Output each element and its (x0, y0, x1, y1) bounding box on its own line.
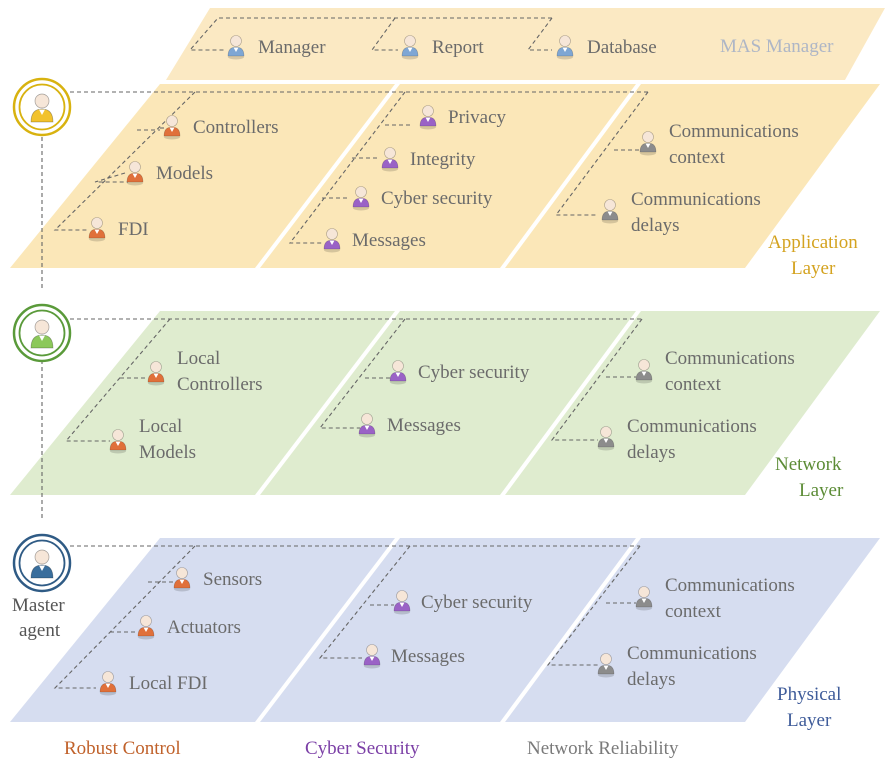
manager-agent-icon (227, 35, 245, 60)
dashed-connector (288, 91, 406, 244)
robust-control-item: Local (177, 348, 220, 369)
network-item-line2: delays (627, 442, 676, 463)
robust-control-item: Controllers (193, 117, 279, 138)
dashed-connector (554, 91, 649, 216)
network-item-line2: delays (627, 669, 676, 690)
network-plane-network-reliability (505, 311, 880, 495)
application-plane-network-reliability (505, 84, 880, 268)
network-reliability-agent-icon (597, 653, 615, 678)
application-layer-title: Application (768, 232, 858, 253)
master-agent-icon (12, 533, 72, 593)
network-item-line1: Communications (665, 575, 795, 596)
dashed-connector (526, 17, 553, 51)
robust-control-agent-icon (173, 567, 191, 592)
database-agent-icon (556, 35, 574, 60)
dashed-connector (318, 545, 411, 659)
network-layer-title: Layer (799, 480, 844, 501)
robust-control-agent-icon (147, 361, 165, 386)
cyber-security-agent-icon (419, 105, 437, 130)
robust-control-item: Models (156, 163, 213, 184)
dashed-connector (550, 318, 643, 441)
report-agent-icon (401, 35, 419, 60)
robust-control-agent-icon (126, 161, 144, 186)
network-item-line1: Communications (627, 416, 757, 437)
network-agent-icon (12, 303, 72, 363)
column-label-network-reliability: Network Reliability (527, 738, 679, 759)
cyber-security-agent-icon (363, 644, 381, 669)
robust-control-item: Models (139, 442, 196, 463)
dashed-connector (94, 172, 128, 183)
cyber-security-agent-icon (358, 413, 376, 438)
robust-control-item: Sensors (203, 569, 262, 590)
network-reliability-agent-icon (635, 359, 653, 384)
physical-layer-title: Physical (777, 684, 841, 705)
robust-control-item: FDI (118, 219, 149, 240)
cyber-security-item: Cyber security (418, 362, 530, 383)
application-agent-icon (12, 77, 72, 137)
cyber-security-item: Cyber security (421, 592, 533, 613)
network-layer-title: Network (775, 454, 842, 475)
dashed-connector (318, 318, 406, 429)
network-item-line2: context (669, 147, 726, 168)
cyber-security-item: Integrity (410, 149, 476, 170)
column-label-cyber-security: Cyber Security (305, 738, 420, 759)
cyber-security-item: Messages (387, 415, 461, 436)
network-item-line1: Communications (631, 189, 761, 210)
network-reliability-agent-icon (597, 426, 615, 451)
dashed-connector (64, 318, 171, 442)
dashed-connector (53, 91, 196, 231)
robust-control-agent-icon (99, 671, 117, 696)
network-item-line2: delays (631, 215, 680, 236)
network-reliability-agent-icon (639, 131, 657, 156)
cyber-security-agent-icon (352, 186, 370, 211)
network-item-line2: context (665, 601, 722, 622)
application-plane-cyber-security (260, 84, 636, 268)
master-agent-label: Master (12, 595, 65, 616)
robust-control-agent-icon (109, 429, 127, 454)
cyber-security-agent-icon (381, 147, 399, 172)
physical-layer-title: Layer (787, 710, 832, 731)
dashed-connector (370, 17, 398, 51)
mas-manager-title: MAS Manager (720, 36, 834, 57)
robust-control-item: Controllers (177, 374, 263, 395)
dashed-connector (53, 545, 196, 689)
physical-plane-network-reliability (505, 538, 880, 722)
network-plane-cyber-security (260, 311, 636, 495)
cyber-security-agent-icon (389, 360, 407, 385)
network-reliability-agent-icon (601, 199, 619, 224)
mas-manager-plane (166, 8, 885, 80)
cyber-security-item: Privacy (448, 107, 507, 128)
column-label-robust-control: Robust Control (64, 738, 181, 759)
application-layer-title: Layer (791, 258, 836, 279)
mas-agent-label: Database (587, 37, 657, 58)
robust-control-item: Local (139, 416, 182, 437)
physical-plane-cyber-security (260, 538, 636, 722)
dashed-connector (546, 545, 641, 666)
application-plane-robust-control (10, 84, 395, 268)
cyber-security-item: Messages (352, 230, 426, 251)
network-reliability-agent-icon (635, 586, 653, 611)
network-item-line1: Communications (665, 348, 795, 369)
cyber-security-agent-icon (393, 590, 411, 615)
dashed-connector (188, 17, 552, 51)
cyber-security-item: Messages (391, 646, 465, 667)
network-item-line1: Communications (669, 121, 799, 142)
robust-control-item: Actuators (167, 617, 241, 638)
network-plane-robust-control (10, 311, 395, 495)
mas-agent-label: Manager (258, 37, 326, 58)
robust-control-agent-icon (163, 115, 181, 140)
cyber-security-agent-icon (323, 228, 341, 253)
network-item-line2: context (665, 374, 722, 395)
robust-control-item: Local FDI (129, 673, 208, 694)
robust-control-agent-icon (88, 217, 106, 242)
robust-control-agent-icon (137, 615, 155, 640)
mas-agent-label: Report (432, 37, 484, 58)
cyber-security-item: Cyber security (381, 188, 493, 209)
master-agent-label: agent (19, 620, 61, 641)
network-item-line1: Communications (627, 643, 757, 664)
